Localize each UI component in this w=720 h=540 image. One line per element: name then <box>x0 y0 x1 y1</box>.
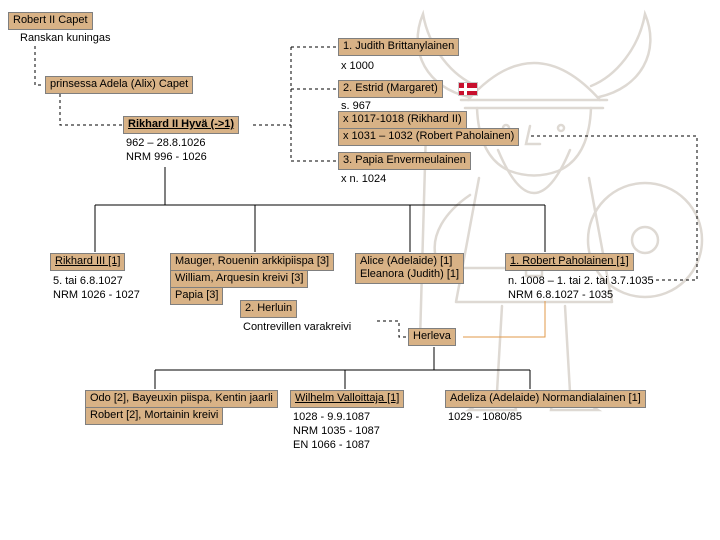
node-william-arques-box: William, Arquesin kreivi [3] <box>170 270 309 288</box>
link-adela-to-rikhard2 <box>59 94 122 126</box>
wilhelm-lifespan: 1028 - 9.9.1087 <box>293 411 371 423</box>
descent-rikhard2-children <box>94 167 546 252</box>
node-wilhelm-dates: 1028 - 9.9.1087 NRM 1035 - 1087 EN 1066 … <box>293 410 380 452</box>
link-herluin-to-herleva <box>377 320 407 338</box>
node-papia-wife-box: 3. Papia Envermeulainen <box>338 152 471 170</box>
node-robert-ii-capet-subtitle: Ranskan kuningas <box>20 32 111 44</box>
node-adeliza-box: Adeliza (Adelaide) Normandialainen [1] <box>445 390 646 408</box>
node-wilhelm-valloittaja-link[interactable]: Wilhelm Valloittaja [1] <box>290 390 405 408</box>
link-estrid-to-robert-paholainen <box>531 135 698 281</box>
node-papia-child-box: Papia [3] <box>170 287 224 305</box>
rikhard-iii-death: 5. tai 6.8.1027 <box>53 275 123 287</box>
node-mauger-box: Mauger, Rouenin arkkipiispa [3] <box>170 253 335 271</box>
node-herluin-title: Contrevillen varakreivi <box>243 321 352 333</box>
node-rikhard-ii-link[interactable]: Rikhard II Hyvä (->1) <box>123 116 240 134</box>
node-robert-paholainen-dates: n. 1008 – 1. tai 2. tai 3.7.1035 NRM 6.8… <box>508 274 654 302</box>
node-estrid-box: 2. Estrid (Margaret) <box>338 80 443 98</box>
wilhelm-reign-en: EN 1066 - 1087 <box>293 439 371 451</box>
link-robert2-to-adela <box>34 46 44 86</box>
viking-watermark <box>416 9 704 412</box>
node-judith-box: 1. Judith Brittanylainen <box>338 38 460 56</box>
node-rikhard-ii-dates: 962 – 28.8.1026 NRM 996 - 1026 <box>126 136 207 164</box>
node-herleva-box: Herleva <box>408 328 456 346</box>
rikhard-ii-reign: NRM 996 - 1026 <box>126 151 207 163</box>
robert-paholainen-lifespan: n. 1008 – 1. tai 2. tai 3.7.1035 <box>508 275 654 287</box>
node-adela-capet-box: prinsessa Adela (Alix) Capet <box>45 76 194 94</box>
marriage-links-rikhard2-wives <box>253 46 337 162</box>
descent-herleva-children <box>154 347 531 389</box>
node-robert-ii-capet-box: Robert II Capet <box>8 12 93 30</box>
node-papia-wife-marriage: x n. 1024 <box>341 173 387 185</box>
node-alice-eleanora-box: Alice (Adelaide) [1] Eleanora (Judith) [… <box>355 253 465 284</box>
node-adeliza-dates: 1029 - 1080/85 <box>448 411 523 423</box>
node-herluin-box: 2. Herluin <box>240 300 298 318</box>
link-robert-paholainen-to-herleva <box>463 301 546 338</box>
node-judith-marriage: x 1000 <box>341 60 375 72</box>
robert-paholainen-reign: NRM 6.8.1027 - 1035 <box>508 289 614 301</box>
alice-name: Alice (Adelaide) [1] <box>360 255 453 267</box>
node-rikhard-iii-link[interactable]: Rikhard III [1] <box>50 253 126 271</box>
node-rikhard-iii-dates: 5. tai 6.8.1027 NRM 1026 - 1027 <box>53 274 140 302</box>
wilhelm-reign-nrm: NRM 1035 - 1087 <box>293 425 380 437</box>
rikhard-iii-reign: NRM 1026 - 1027 <box>53 289 140 301</box>
eleanora-name: Eleanora (Judith) [1] <box>360 268 460 280</box>
node-robert-mortain-box: Robert [2], Mortainin kreivi <box>85 407 224 425</box>
node-robert-paholainen-link[interactable]: 1. Robert Paholainen [1] <box>505 253 634 271</box>
rikhard-ii-lifespan: 962 – 28.8.1026 <box>126 137 206 149</box>
node-estrid-marriage1-box: x 1017-1018 (Rikhard II) <box>338 111 467 129</box>
node-estrid-marriage2-box: x 1031 – 1032 (Robert Paholainen) <box>338 128 520 146</box>
node-odo-box: Odo [2], Bayeuxin piispa, Kentin jaarli <box>85 390 278 408</box>
node-estrid-birth: s. 967 <box>341 100 371 112</box>
denmark-flag-icon <box>458 82 478 96</box>
